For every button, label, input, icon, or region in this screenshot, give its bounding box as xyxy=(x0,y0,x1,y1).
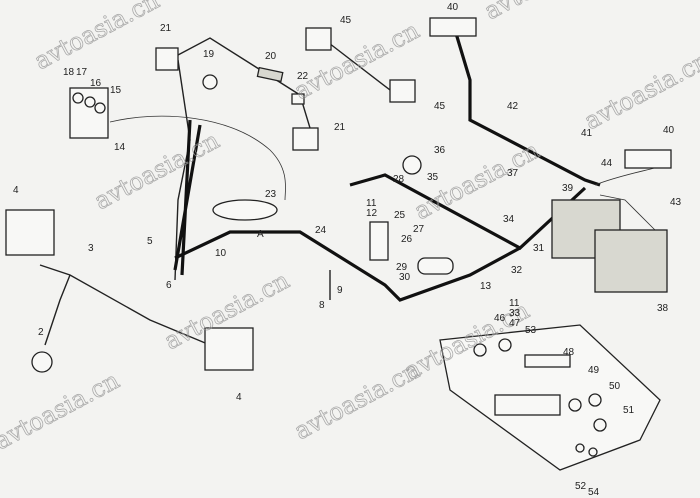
callout-30: 30 xyxy=(399,272,411,283)
headlamp-4a xyxy=(5,209,55,256)
lamp-45a xyxy=(305,27,332,51)
battery-38 xyxy=(594,229,668,293)
fuse-box-25 xyxy=(369,221,389,261)
switch-row xyxy=(494,394,561,416)
callout-23: 23 xyxy=(265,189,277,200)
speaker-21b xyxy=(292,127,319,151)
callout-45: 45 xyxy=(434,101,446,112)
callout-33: 33 xyxy=(509,308,521,319)
callout-34: 34 xyxy=(503,214,515,225)
svg-text:avtoasia.cn: avtoasia.cn xyxy=(480,0,614,25)
callout-13: 13 xyxy=(480,281,492,292)
components xyxy=(5,17,672,471)
callout-3: 3 xyxy=(88,243,94,254)
callout-43: 43 xyxy=(670,197,682,208)
callout-11: 11 xyxy=(366,198,377,209)
callout-47: 47 xyxy=(509,318,521,329)
callout-26: 26 xyxy=(401,234,413,245)
callout-19: 19 xyxy=(203,49,215,60)
wiring-harness xyxy=(39,29,666,346)
callout-31: 31 xyxy=(533,243,545,254)
callout-41: 41 xyxy=(581,128,593,139)
callout-32: 32 xyxy=(511,265,523,276)
callout-39: 39 xyxy=(562,183,574,194)
callout-12: 12 xyxy=(366,208,378,219)
speaker-21a xyxy=(155,47,179,71)
callout-22: 22 xyxy=(297,71,309,82)
callout-4: 4 xyxy=(236,392,242,403)
callout-25: 25 xyxy=(394,210,406,221)
callout-28: 28 xyxy=(393,174,405,185)
callout-18: 18 xyxy=(63,67,75,78)
svg-text:avtoasia.cn: avtoasia.cn xyxy=(580,46,700,135)
callout-17: 17 xyxy=(76,67,88,78)
callout-46: 46 xyxy=(494,313,506,324)
steering-wheel-23 xyxy=(212,199,278,221)
callout-2: 2 xyxy=(38,327,44,338)
light-40b xyxy=(624,149,672,169)
callout-16: 16 xyxy=(90,78,102,89)
callout-44: 44 xyxy=(601,158,613,169)
callout-8: 8 xyxy=(319,300,325,311)
svg-text:avtoasia.cn: avtoasia.cn xyxy=(0,366,124,455)
callout-36: 36 xyxy=(434,145,446,156)
callout-54: 54 xyxy=(588,487,600,498)
gauge-48 xyxy=(524,354,571,368)
callout-53: 53 xyxy=(525,325,537,336)
callout-21: 21 xyxy=(334,122,346,133)
svg-text:avtoasia.cn: avtoasia.cn xyxy=(30,0,164,75)
fan-19 xyxy=(202,74,218,90)
callout-42: 42 xyxy=(507,101,519,112)
callout-37: 37 xyxy=(507,168,519,179)
callout-9: 9 xyxy=(337,285,343,296)
callout-50: 50 xyxy=(609,381,621,392)
callout-35: 35 xyxy=(427,172,439,183)
callout-27: 27 xyxy=(413,224,425,235)
callout-51: 51 xyxy=(623,405,635,416)
callout-15: 15 xyxy=(110,85,122,96)
callout-38: 38 xyxy=(657,303,669,314)
horn-2 xyxy=(31,351,53,373)
lamp-45b xyxy=(389,79,416,103)
callout-4: 4 xyxy=(13,185,19,196)
callout-52: 52 xyxy=(575,481,587,492)
callout-6: 6 xyxy=(166,280,172,291)
callout-49: 49 xyxy=(588,365,600,376)
callout-40: 40 xyxy=(663,125,675,136)
callout-5: 5 xyxy=(147,236,153,247)
callout-10: 10 xyxy=(215,248,227,259)
callout-45: 45 xyxy=(340,15,352,26)
light-40a xyxy=(429,17,477,37)
unit-20 xyxy=(256,66,284,83)
callout-40: 40 xyxy=(447,2,459,13)
callout-48: 48 xyxy=(563,347,575,358)
callout-20: 20 xyxy=(265,51,277,62)
headlamp-4b xyxy=(204,327,254,371)
callout-14: 14 xyxy=(114,142,126,153)
svg-text:avtoasia.cn: avtoasia.cn xyxy=(90,126,224,215)
callout-24: 24 xyxy=(315,225,327,236)
starter-30 xyxy=(417,257,454,275)
callout-A: A xyxy=(257,229,264,240)
horn-36 xyxy=(402,155,422,175)
callout-21: 21 xyxy=(160,23,172,34)
callout-29: 29 xyxy=(396,262,408,273)
relay-22 xyxy=(291,93,305,105)
callout-11: 11 xyxy=(509,298,520,309)
